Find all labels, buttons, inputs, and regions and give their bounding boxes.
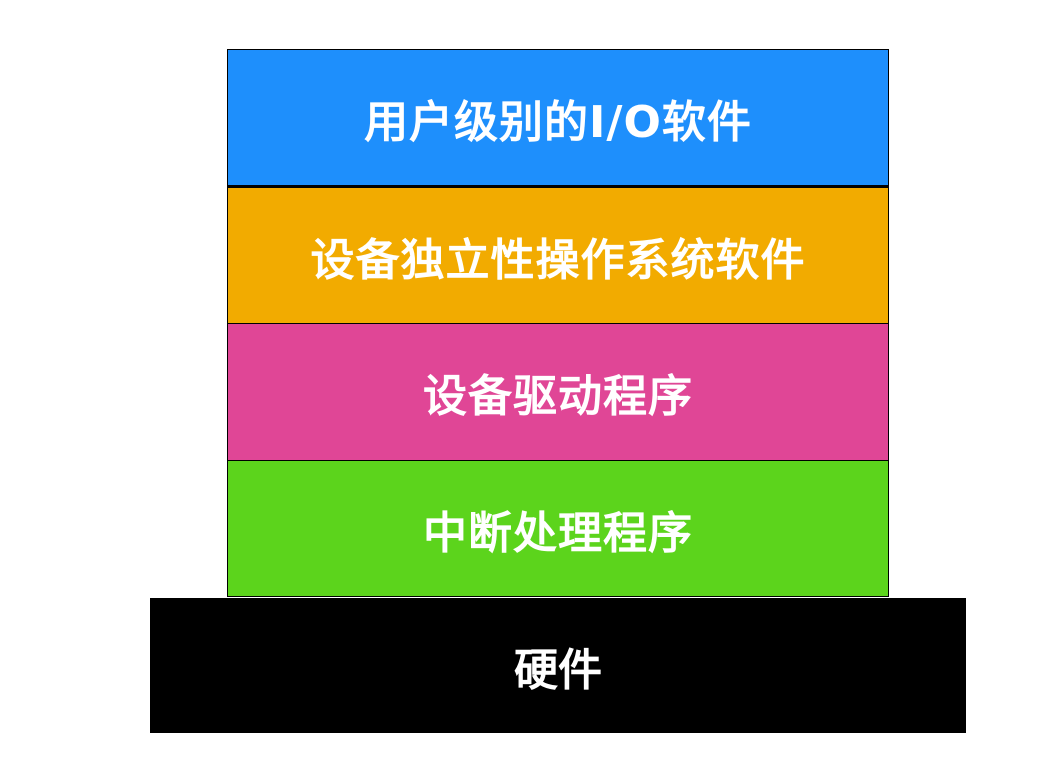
layer-interrupt-handlers: 中断处理程序: [227, 460, 889, 597]
layer-hardware: 硬件: [150, 598, 966, 733]
layer-label: 设备独立性操作系统软件: [310, 234, 806, 286]
layer-device-independent-os-software: 设备独立性操作系统软件: [227, 187, 889, 324]
hardware-label: 硬件: [514, 644, 602, 696]
layer-label: 中断处理程序: [423, 507, 693, 559]
layer-user-io-software: 用户级别的I/O软件: [227, 49, 889, 187]
layer-device-drivers: 设备驱动程序: [227, 323, 889, 461]
layer-label: 用户级别的I/O软件: [364, 96, 752, 148]
layer-label: 设备驱动程序: [423, 371, 693, 422]
